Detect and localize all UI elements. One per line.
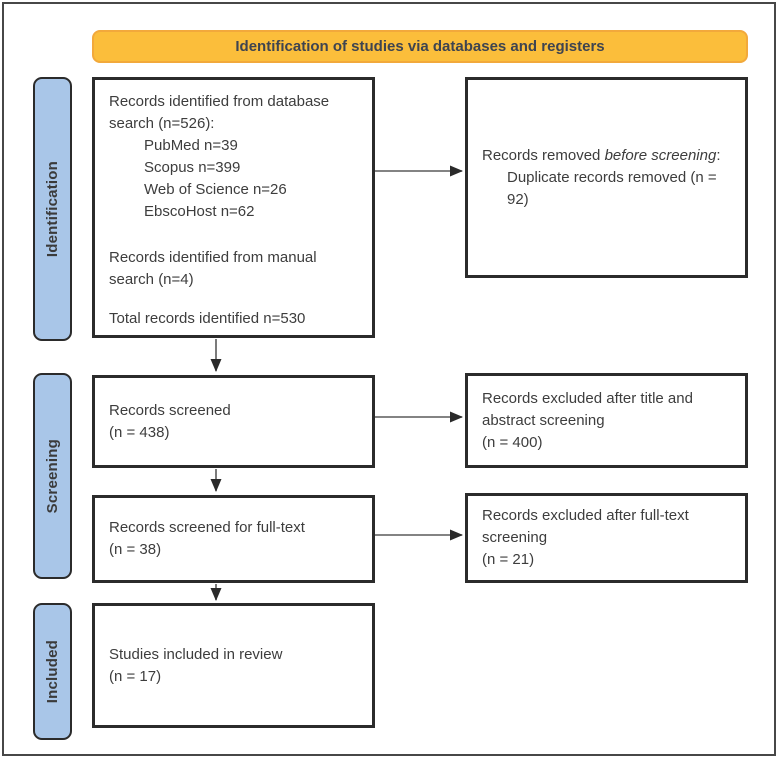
source-web-of-science: Web of Science n=26 [144, 181, 287, 198]
records-removed-suffix: : [716, 146, 721, 164]
source-scopus: Scopus n=399 [144, 159, 241, 176]
excluded-fulltext-count: (n = 21) [482, 551, 535, 568]
stage-included: Included [33, 603, 72, 740]
records-screened-count: (n = 438) [109, 423, 170, 441]
stage-identification: Identification [33, 77, 72, 341]
fulltext-screened-text: Records screened for full-text [109, 519, 305, 536]
source-ebscohost: EbscoHost n=62 [144, 203, 255, 220]
records-removed-prefix: Records removed [482, 146, 605, 164]
studies-included-count: (n = 17) [109, 667, 162, 685]
duplicates-removed-detail: Duplicate records removed (n = 92) [507, 168, 717, 208]
excluded-title-abstract-box: Records excluded after title and abstrac… [465, 373, 748, 468]
source-pubmed: PubMed n=39 [144, 137, 238, 154]
records-screened-box: Records screened (n = 438) [92, 375, 375, 468]
stage-identification-label: Identification [44, 160, 61, 258]
studies-included-box: Studies included in review (n = 17) [92, 603, 375, 728]
stage-screening: Screening [33, 373, 72, 579]
stage-included-label: Included [44, 639, 61, 704]
fulltext-screened-count: (n = 38) [109, 541, 162, 558]
stage-screening-label: Screening [44, 438, 61, 514]
excluded-fulltext-text: Records excluded after full-text screeni… [482, 507, 689, 546]
excluded-title-abstract-count: (n = 400) [482, 433, 543, 451]
records-removed-italic: before screening [604, 146, 717, 164]
records-total: Total records identified n=530 [109, 310, 306, 327]
records-identified-box: Records identified from database search … [92, 77, 375, 338]
records-removed-heading: Records removed before screening: [482, 145, 731, 167]
records-screened-text: Records screened [109, 401, 231, 419]
spacer [109, 223, 358, 247]
banner-title-text: Identification of studies via databases … [235, 38, 605, 55]
studies-included-text: Studies included in review [109, 645, 283, 663]
records-removed-box: Records removed before screening: Duplic… [465, 77, 748, 278]
records-manual-search: Records identified from manual search (n… [109, 249, 317, 288]
records-identified-heading: Records identified from database search … [109, 93, 330, 132]
spacer [109, 291, 358, 308]
fulltext-screened-box: Records screened for full-text (n = 38) [92, 495, 375, 583]
banner-title: Identification of studies via databases … [92, 30, 748, 63]
excluded-fulltext-box: Records excluded after full-text screeni… [465, 493, 748, 583]
excluded-title-abstract-text: Records excluded after title and abstrac… [482, 389, 693, 429]
